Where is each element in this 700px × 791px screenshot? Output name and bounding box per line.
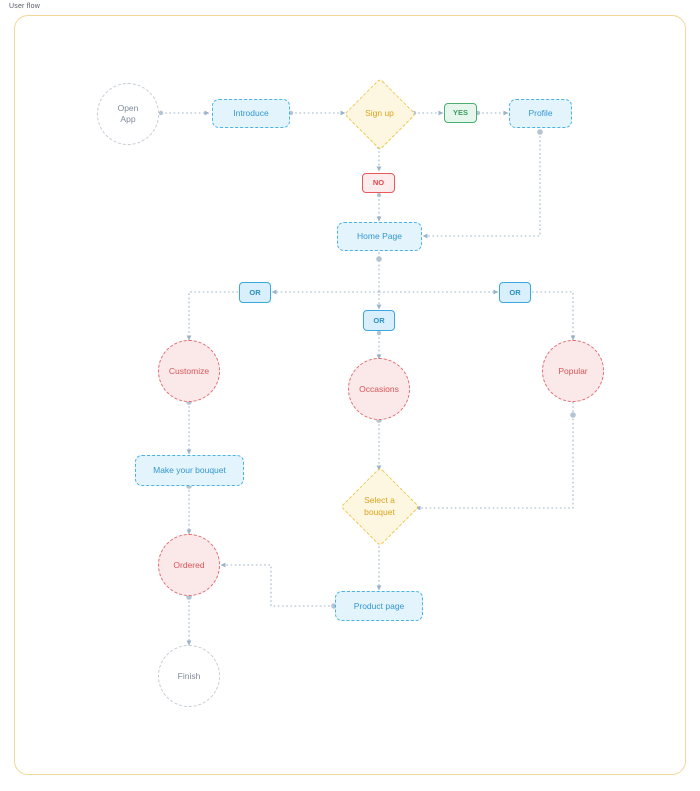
node-product-page[interactable]: Product page — [335, 591, 423, 621]
node-select-a-bouquet-line1: Select a — [364, 495, 395, 506]
node-profile[interactable]: Profile — [509, 99, 572, 128]
node-or-left[interactable]: OR — [239, 282, 271, 303]
node-select-a-bouquet[interactable]: Select a bouquet — [339, 466, 420, 547]
node-yes[interactable]: YES — [444, 103, 477, 123]
node-customize[interactable]: Customize — [158, 340, 220, 402]
node-popular[interactable]: Popular — [542, 340, 604, 402]
node-profile-label: Profile — [528, 108, 553, 119]
node-or-center[interactable]: OR — [363, 310, 395, 331]
node-open-app[interactable]: Open App — [97, 83, 159, 145]
node-popular-label: Popular — [558, 365, 588, 376]
node-make-your-bouquet-label: Make your bouquet — [153, 465, 226, 476]
node-ordered[interactable]: Ordered — [158, 534, 220, 596]
node-ordered-label: Ordered — [173, 559, 205, 570]
node-select-a-bouquet-line2: bouquet — [364, 506, 395, 517]
node-introduce[interactable]: Introduce — [212, 99, 290, 128]
node-no[interactable]: NO — [362, 173, 395, 193]
node-or-right-label: OR — [509, 287, 521, 297]
node-finish-label: Finish — [177, 670, 201, 681]
node-or-left-label: OR — [249, 287, 261, 297]
node-no-label: NO — [372, 178, 385, 188]
node-product-page-label: Product page — [353, 600, 405, 611]
node-introduce-label: Introduce — [233, 108, 269, 119]
node-open-app-line2: App — [120, 114, 136, 124]
node-or-right[interactable]: OR — [499, 282, 531, 303]
node-finish[interactable]: Finish — [158, 645, 220, 707]
node-sign-up[interactable]: Sign up — [343, 77, 416, 150]
node-home-page[interactable]: Home Page — [337, 222, 422, 251]
node-customize-label: Customize — [168, 365, 210, 376]
node-yes-label: YES — [452, 108, 468, 118]
node-or-center-label: OR — [373, 315, 385, 325]
node-home-page-label: Home Page — [357, 231, 402, 242]
node-occasions[interactable]: Occasions — [348, 358, 410, 420]
node-sign-up-label: Sign up — [365, 107, 394, 118]
frame-label: User flow — [9, 3, 40, 10]
node-occasions-label: Occasions — [359, 383, 399, 394]
node-make-your-bouquet[interactable]: Make your bouquet — [135, 455, 244, 486]
node-open-app-line1: Open — [117, 103, 139, 114]
